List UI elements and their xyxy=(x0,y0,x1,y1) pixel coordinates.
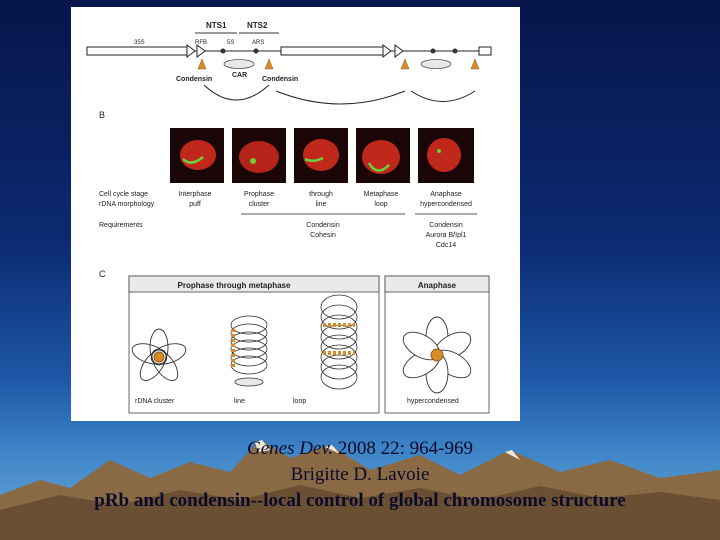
panel-c-letter: C xyxy=(99,269,106,279)
rfb-arrow xyxy=(196,44,206,58)
rdna-green xyxy=(437,149,441,153)
arrow-right-1 xyxy=(382,44,392,58)
panel-c: C Prophase through metaphase Anaphase xyxy=(99,269,490,414)
condensin-label-right: Condensin xyxy=(262,76,298,83)
panel-b-letter: B xyxy=(99,110,105,120)
stage-label: Interphase xyxy=(178,191,211,198)
box2-title: Anaphase xyxy=(418,281,457,290)
nts2-label: NTS2 xyxy=(247,21,268,30)
label-rfb: RFB xyxy=(195,40,207,46)
stage-label: Metaphase xyxy=(364,191,399,198)
morph-label: line xyxy=(316,201,327,208)
panel-b: B Cell cycle stage rDNA morphology Requi… xyxy=(99,110,477,249)
row-label-stage: Cell cycle stage xyxy=(99,191,148,198)
car-oval xyxy=(223,59,255,69)
car-oval-2 xyxy=(420,59,452,69)
35s-gene-end xyxy=(478,46,492,56)
condensin-label-left: Condensin xyxy=(176,76,212,83)
journal-name: Genes Dev. xyxy=(246,438,334,459)
row-label-requirements: Requirements xyxy=(99,222,143,229)
row-label-morphology: rDNA morphology xyxy=(99,201,155,208)
stage-label: Anaphase xyxy=(430,191,462,198)
label-ars: ARS xyxy=(252,40,264,46)
box2-header xyxy=(384,275,490,293)
box-prophase-metaphase xyxy=(128,275,380,414)
rdna-green xyxy=(182,156,204,164)
req-group2-item: Cdc14 xyxy=(436,242,456,249)
car-label: CAR xyxy=(232,72,247,79)
ars-site xyxy=(253,48,259,54)
c-label-rdna-cluster: rDNA cluster xyxy=(135,398,175,405)
morph-label: hypercondensed xyxy=(420,201,472,208)
loop-diagram xyxy=(320,294,358,390)
line-diagram xyxy=(230,315,268,387)
mountain-silhouette xyxy=(0,440,720,540)
interaction-arc-2 xyxy=(275,90,406,105)
stage-label: Prophase xyxy=(244,191,274,198)
35s-gene-right xyxy=(280,46,384,56)
rdna-green xyxy=(367,162,390,172)
stage-label: through xyxy=(309,191,333,198)
nucleus-red xyxy=(239,141,279,173)
hypercondensed-diagram xyxy=(402,316,472,394)
rdna-green xyxy=(304,156,324,162)
req-group2-item: Condensin xyxy=(429,222,463,229)
nts1-label: NTS1 xyxy=(206,21,227,30)
5s-site xyxy=(220,48,226,54)
author-line: Brigitte D. Lavoie xyxy=(290,464,430,485)
req-group1-item: Cohesin xyxy=(310,232,336,239)
label-5s: 5S xyxy=(227,40,234,46)
morph-label: loop xyxy=(374,201,387,208)
condensin-marker-3 xyxy=(400,58,410,70)
morph-label: cluster xyxy=(249,201,270,208)
interaction-arc-1 xyxy=(203,84,270,101)
req-group2-item: Aurora B/Ipl1 xyxy=(426,232,467,239)
ars-site-2 xyxy=(452,48,458,54)
rdna-green xyxy=(250,158,256,164)
condensin-marker-2 xyxy=(264,58,274,70)
box1-title: Prophase through metaphase xyxy=(178,281,291,290)
arrow-left xyxy=(186,44,196,58)
rdna-cluster-diagram xyxy=(131,328,187,382)
morph-label: puff xyxy=(189,201,201,208)
req-group1-item: Condensin xyxy=(306,222,340,229)
citation-line: Genes Dev. 2008 22: 964-969 xyxy=(0,436,720,462)
nucleus-red xyxy=(303,139,339,171)
c-label-line: line xyxy=(234,398,245,405)
box1-header xyxy=(128,275,380,293)
arrow-right-2 xyxy=(394,44,404,58)
citation-detail: 2008 22: 964-969 xyxy=(337,438,474,459)
c-label-loop: loop xyxy=(293,398,306,405)
figure-svg: NTS1 NTS2 35S RFB 5S ARS xyxy=(86,21,492,414)
interaction-arc-3 xyxy=(410,90,476,102)
slide-caption: Genes Dev. 2008 22: 964-969 Brigitte D. … xyxy=(0,436,720,514)
35s-gene-left xyxy=(86,46,188,56)
label-35s: 35S xyxy=(134,40,145,46)
nucleus-red xyxy=(362,140,400,174)
c-label-hypercondensed: hypercondensed xyxy=(407,398,459,405)
condensin-marker-1 xyxy=(197,58,207,70)
figure-image: NTS1 NTS2 35S RFB 5S ARS xyxy=(71,7,520,421)
nucleus-red xyxy=(180,140,216,170)
article-title: pRb and condensin--local control of glob… xyxy=(94,490,626,511)
nucleus-red xyxy=(427,138,461,172)
5s-site-2 xyxy=(430,48,436,54)
panel-a: NTS1 NTS2 35S RFB 5S ARS xyxy=(86,21,492,105)
condensin-marker-4 xyxy=(470,58,480,70)
